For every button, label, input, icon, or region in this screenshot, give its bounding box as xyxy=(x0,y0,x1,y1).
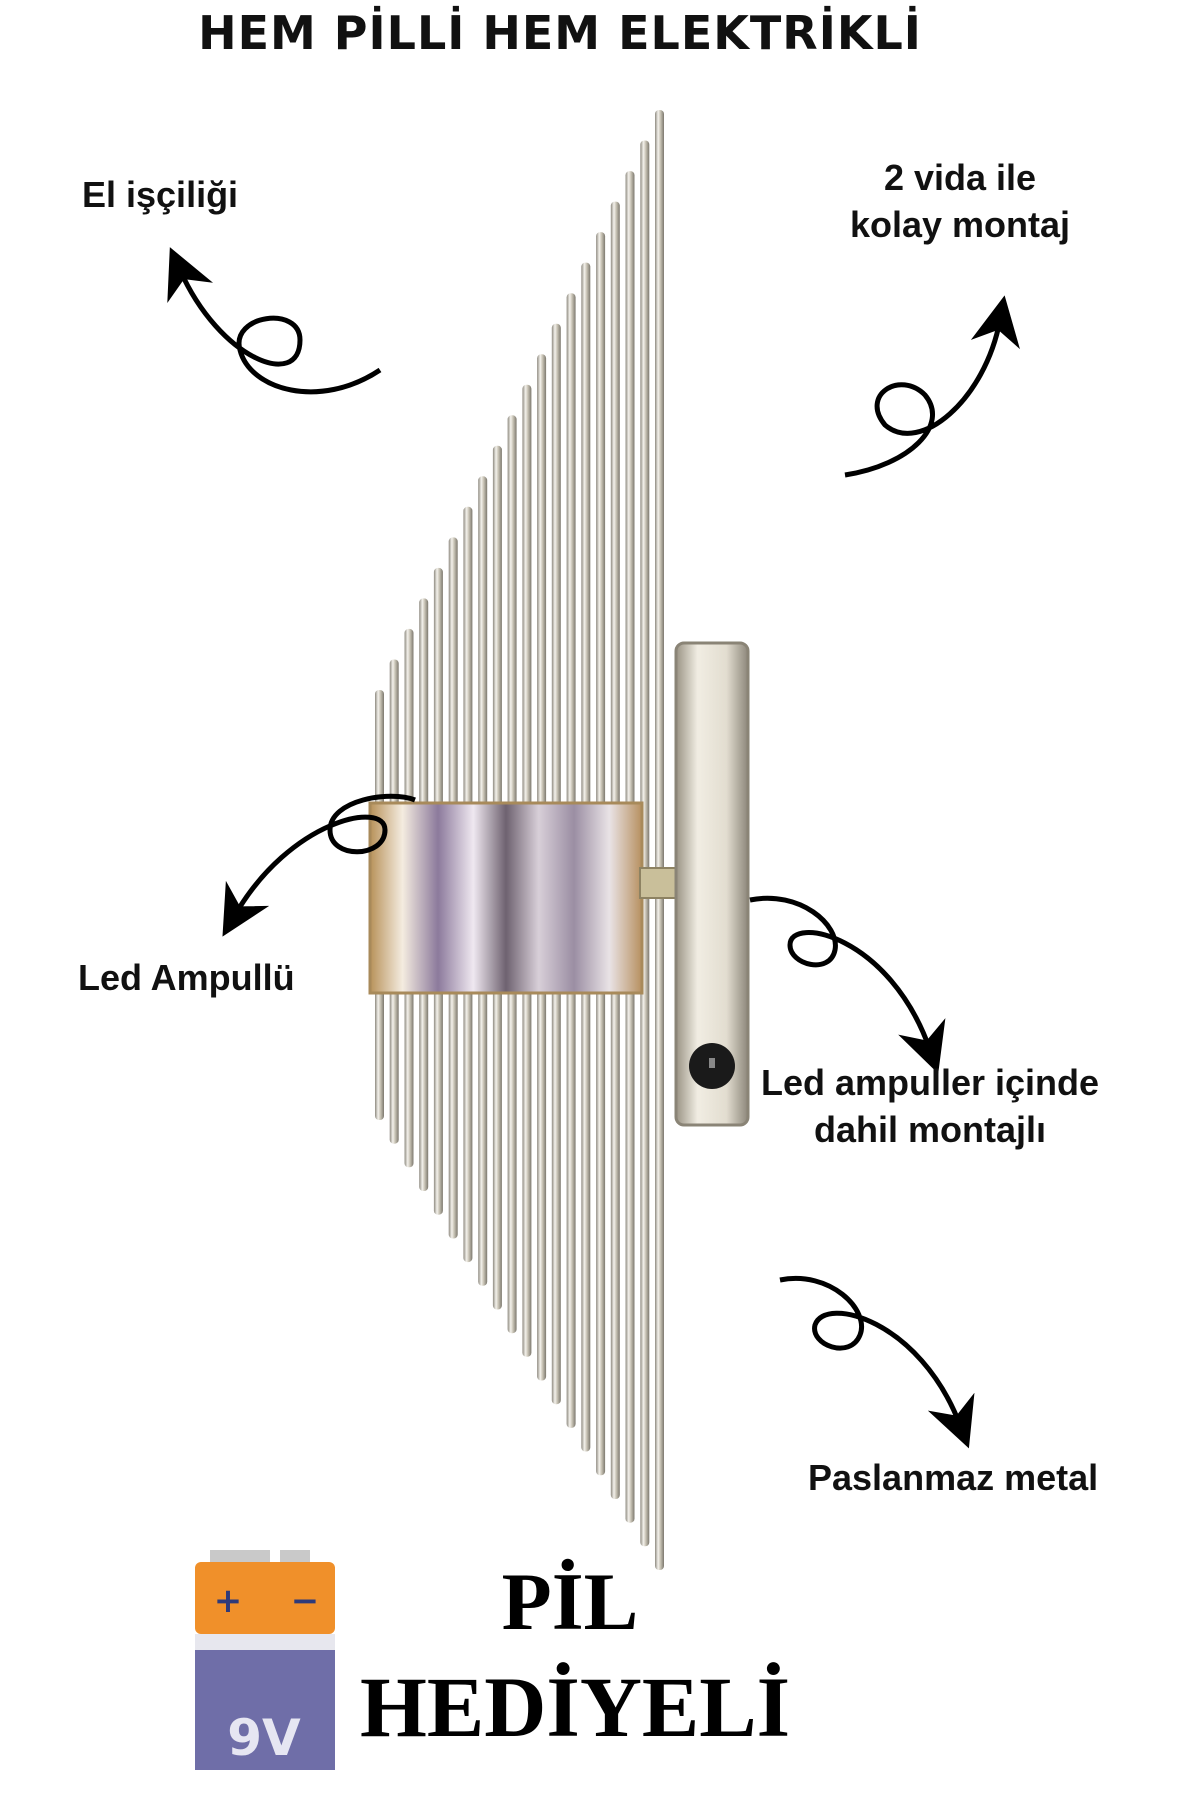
battery-voltage: 9V xyxy=(227,1709,301,1767)
arrow-stainless xyxy=(779,1276,975,1449)
gift-line2: HEDİYELİ xyxy=(360,1659,791,1755)
wall-plate xyxy=(674,641,750,1127)
callout-handmade: El işçiliği xyxy=(82,174,239,215)
callout-mounting: 2 vida ile kolay montaj xyxy=(810,155,1110,249)
metal-rod xyxy=(655,110,664,1570)
arrow-handmade xyxy=(167,247,382,395)
battery-minus: − xyxy=(291,1581,320,1621)
metal-rods xyxy=(375,110,664,1570)
mirror-band xyxy=(368,801,644,995)
headline: HEM PİLLİ HEM ELEKTRİKLİ xyxy=(198,6,922,60)
gift-line1: PİL xyxy=(501,1556,639,1647)
arrow-led-bulb xyxy=(222,793,416,937)
battery-plus: + xyxy=(214,1581,243,1621)
arrow-bulbs-included xyxy=(749,895,946,1074)
callout-stainless: Paslanmaz metal xyxy=(808,1457,1099,1498)
metal-rod xyxy=(640,140,650,1547)
callout-bulbs-included-line1: Led ampuller içinde xyxy=(760,1062,1100,1103)
callout-bulbs-included: Led ampuller içinde dahil montajlı xyxy=(740,1060,1120,1154)
arrow-mounting xyxy=(844,295,1020,478)
battery-icon: + − 9V xyxy=(195,1550,335,1770)
callout-mounting-line2: kolay montaj xyxy=(849,203,1071,245)
callout-mounting-line1: 2 vida ile xyxy=(883,157,1037,198)
gift-text: PİL HEDİYELİ xyxy=(360,1555,791,1757)
callout-bulbs-included-line2: dahil montajlı xyxy=(813,1108,1046,1150)
rocker-switch-icon xyxy=(689,1043,735,1089)
callout-led-bulb: Led Ampullü xyxy=(78,957,295,998)
